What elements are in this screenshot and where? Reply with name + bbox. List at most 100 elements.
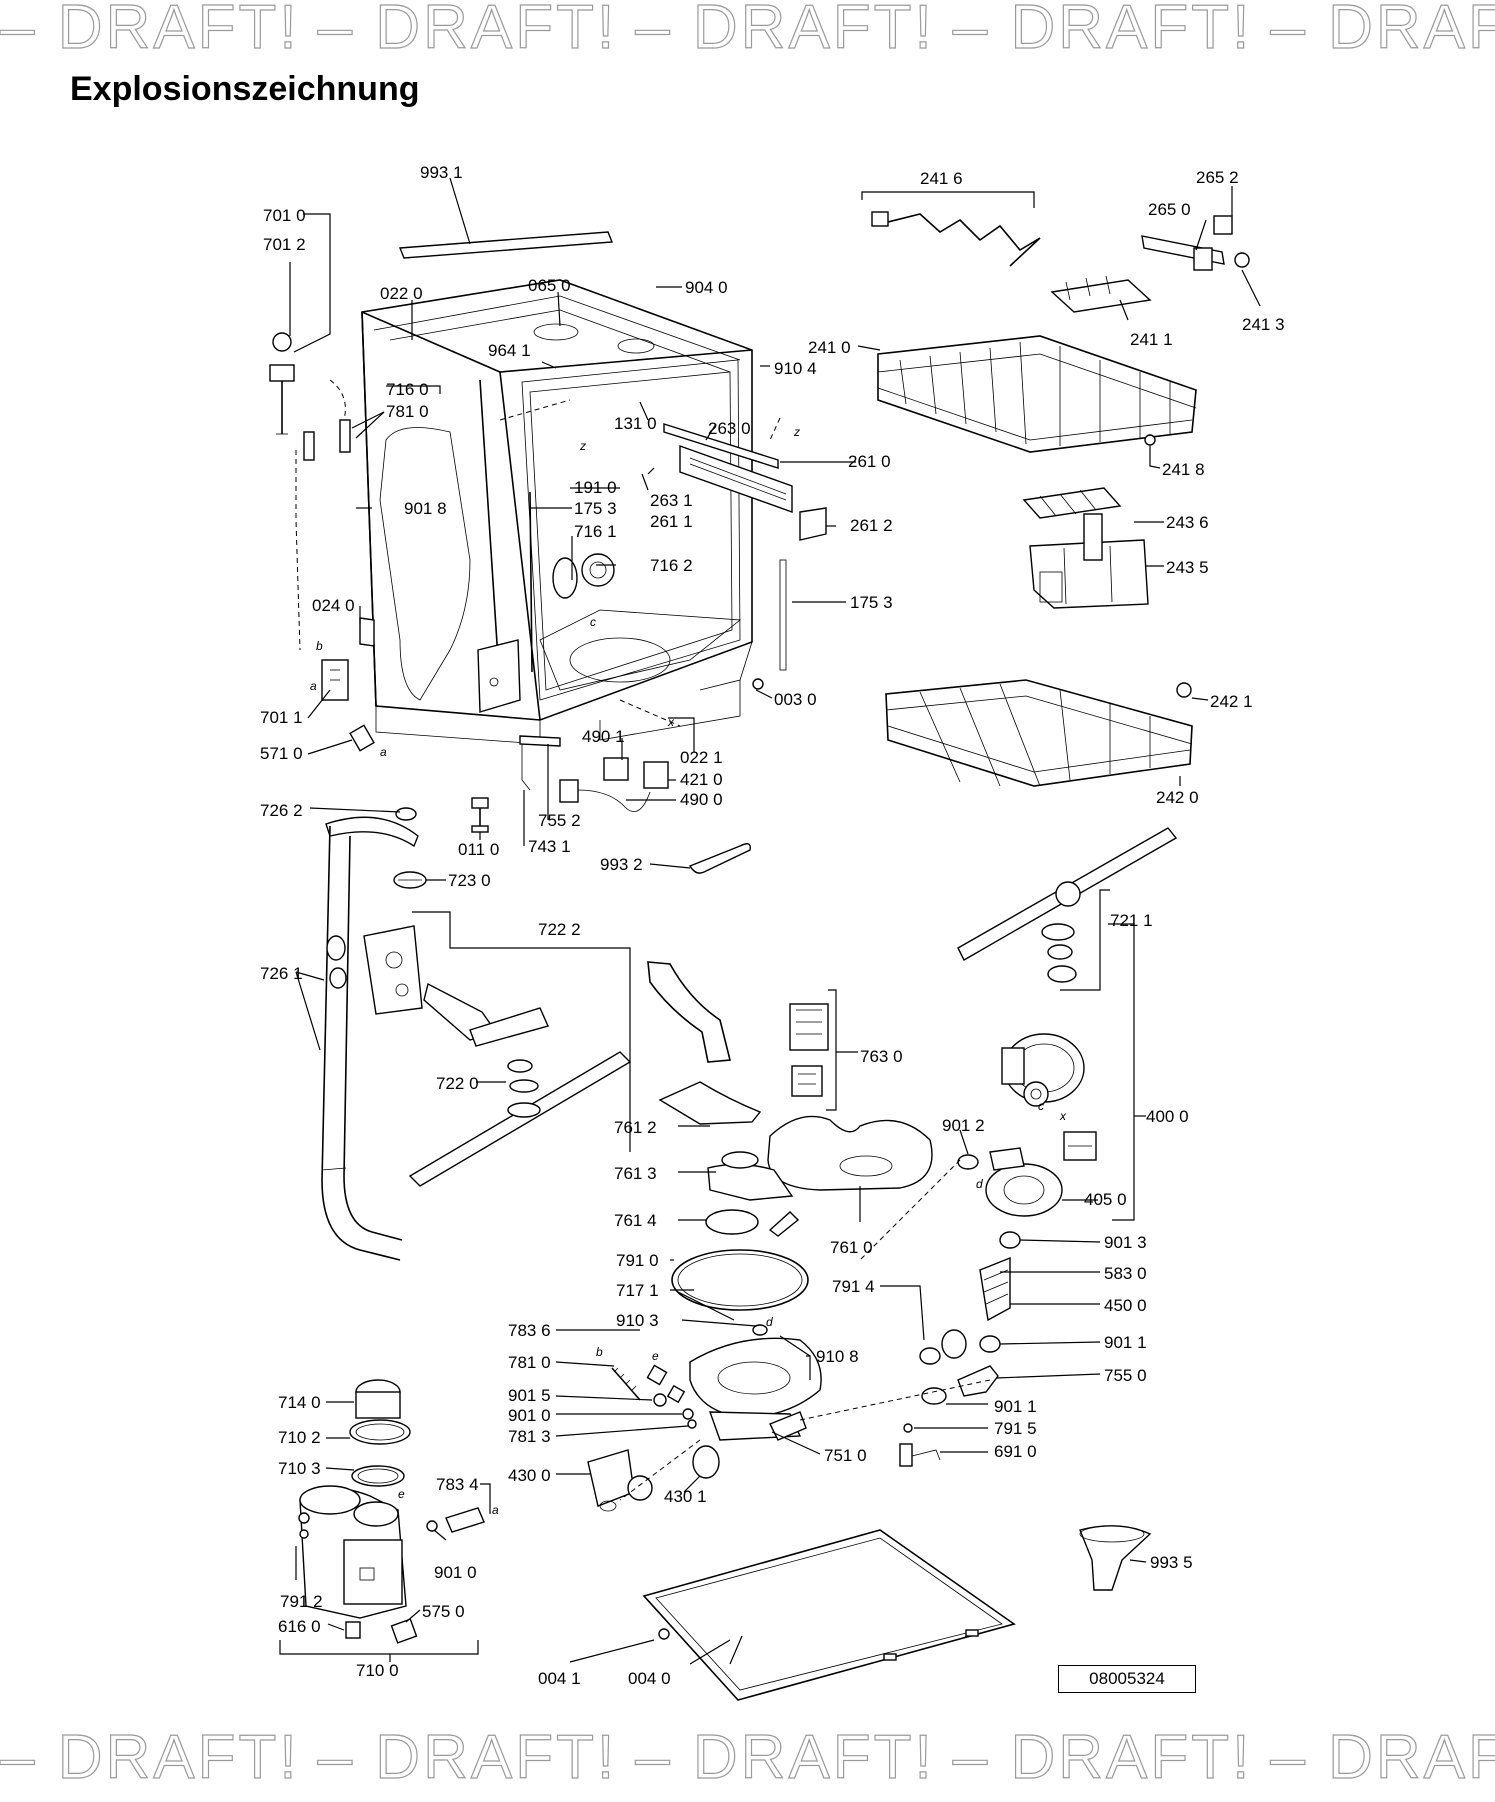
part-label: 910 4 [774, 359, 817, 378]
part-label: 263 1 [650, 491, 693, 510]
leader-lines [279, 177, 1261, 1665]
connector-letters: z z a b a c x x c d b e d e a [310, 425, 1067, 1517]
part-label: 716 0 [386, 380, 429, 399]
part-label: 242 1 [1210, 692, 1253, 711]
watermark-fragment: – DRAFT! [1270, 0, 1495, 63]
part-label: 191 0 [574, 478, 617, 497]
part-label: 716 2 [650, 556, 693, 575]
cutlery-basket [1022, 487, 1149, 609]
part-label: 781 3 [508, 1427, 551, 1446]
part-label: 743 1 [528, 837, 571, 856]
connector-letter: a [310, 679, 317, 693]
part-label: 710 2 [278, 1428, 321, 1447]
part-label: 761 2 [614, 1118, 657, 1137]
drawing-number: 08005324 [1058, 1665, 1196, 1693]
connector-letter: c [590, 615, 596, 629]
part-label: 011 0 [458, 840, 499, 859]
part-label: 241 8 [1162, 460, 1205, 479]
part-label: 791 4 [832, 1277, 875, 1296]
part-label: 241 6 [920, 169, 963, 188]
connector-letter: x [667, 715, 675, 729]
part-label: 241 3 [1242, 315, 1285, 334]
part-label: 783 4 [436, 1475, 479, 1494]
connector-letter: d [766, 1315, 773, 1329]
part-label: 964 1 [488, 341, 531, 360]
part-label: 993 5 [1150, 1553, 1193, 1572]
part-label: 004 0 [628, 1669, 671, 1688]
part-label: 243 6 [1166, 513, 1209, 532]
watermark-fragment: – DRAFT! [952, 1722, 1253, 1792]
part-label: 131 0 [614, 414, 657, 433]
part-label: 430 1 [664, 1487, 707, 1506]
cabinet-frame [269, 231, 827, 889]
part-label: 241 1 [1130, 330, 1173, 349]
part-label: 993 2 [600, 855, 643, 874]
watermark-fragment: – DRAFT! [0, 1722, 300, 1792]
part-label: 003 0 [774, 690, 817, 709]
part-label: 761 4 [614, 1211, 657, 1230]
connector-letter: e [398, 1487, 405, 1501]
part-label: 261 1 [650, 512, 693, 531]
part-label: 242 0 [1156, 788, 1199, 807]
part-label: 241 0 [808, 338, 851, 357]
part-label: 901 5 [508, 1386, 551, 1405]
part-label: 243 5 [1166, 558, 1209, 577]
part-label: 901 0 [434, 1563, 477, 1582]
connector-letter: z [793, 425, 800, 439]
part-label: 755 0 [1104, 1366, 1147, 1385]
part-label: 265 2 [1196, 168, 1239, 187]
part-label: 716 1 [574, 522, 617, 541]
part-label: 022 0 [380, 284, 423, 303]
watermark-fragment: – DRAFT! [317, 1722, 618, 1792]
part-label: 723 0 [448, 871, 491, 890]
part-label: 904 0 [685, 278, 728, 297]
salt-funnel [1079, 1525, 1152, 1591]
part-label: 722 2 [538, 920, 581, 939]
part-label: 721 1 [1110, 911, 1153, 930]
part-label: 761 0 [830, 1238, 873, 1257]
part-label: 901 8 [404, 499, 447, 518]
part-label: 421 0 [680, 770, 723, 789]
part-label: 616 0 [278, 1617, 321, 1636]
connector-letter: b [596, 1345, 603, 1359]
upper-basket [871, 211, 1250, 453]
part-label: 901 1 [1104, 1333, 1147, 1352]
part-label: 450 0 [1104, 1296, 1147, 1315]
part-label: 781 0 [508, 1353, 551, 1372]
part-label: 405 0 [1084, 1190, 1127, 1209]
part-label: 993 1 [420, 163, 463, 182]
watermark-fragment: – DRAFT! [1270, 1722, 1495, 1792]
part-label: 175 3 [850, 593, 893, 612]
part-label: 065 0 [528, 276, 571, 295]
draft-watermark-top: – DRAFT!– DRAFT!– DRAFT!– DRAFT!– DRAFT! [0, 0, 1495, 72]
part-label: 701 1 [260, 708, 303, 727]
part-label: 717 1 [616, 1281, 659, 1300]
lower-basket [885, 679, 1193, 787]
sump-assembly [587, 961, 933, 1512]
part-label: 261 0 [848, 452, 891, 471]
part-label: 910 3 [616, 1311, 659, 1330]
part-label: 710 3 [278, 1459, 321, 1478]
part-label: 261 2 [850, 516, 893, 535]
part-label: 763 0 [860, 1047, 903, 1066]
watermark-fragment: – DRAFT! [0, 0, 300, 63]
part-label: 701 2 [263, 235, 306, 254]
connector-letter: a [380, 745, 387, 759]
part-label: 175 3 [574, 499, 617, 518]
page-title: Explosionszeichnung [70, 70, 420, 108]
connector-letter: c [1038, 1099, 1044, 1113]
watermark-fragment: – DRAFT! [952, 0, 1253, 63]
part-label: 901 3 [1104, 1233, 1147, 1252]
part-label: 571 0 [260, 744, 303, 763]
part-label: 726 1 [260, 964, 303, 983]
connection-lines [499, 399, 991, 1501]
part-label: 791 5 [994, 1419, 1037, 1438]
connector-letter: x [1059, 1109, 1067, 1123]
part-label: 004 1 [538, 1669, 581, 1688]
part-label: 490 1 [582, 727, 625, 746]
lower-spray-arm-assembly [363, 925, 632, 1187]
part-label: 901 1 [994, 1397, 1037, 1416]
draft-watermark-bottom: – DRAFT!– DRAFT!– DRAFT!– DRAFT!– DRAFT! [0, 1722, 1495, 1802]
watermark-fragment: – DRAFT! [635, 0, 935, 63]
water-softener [298, 1379, 485, 1644]
